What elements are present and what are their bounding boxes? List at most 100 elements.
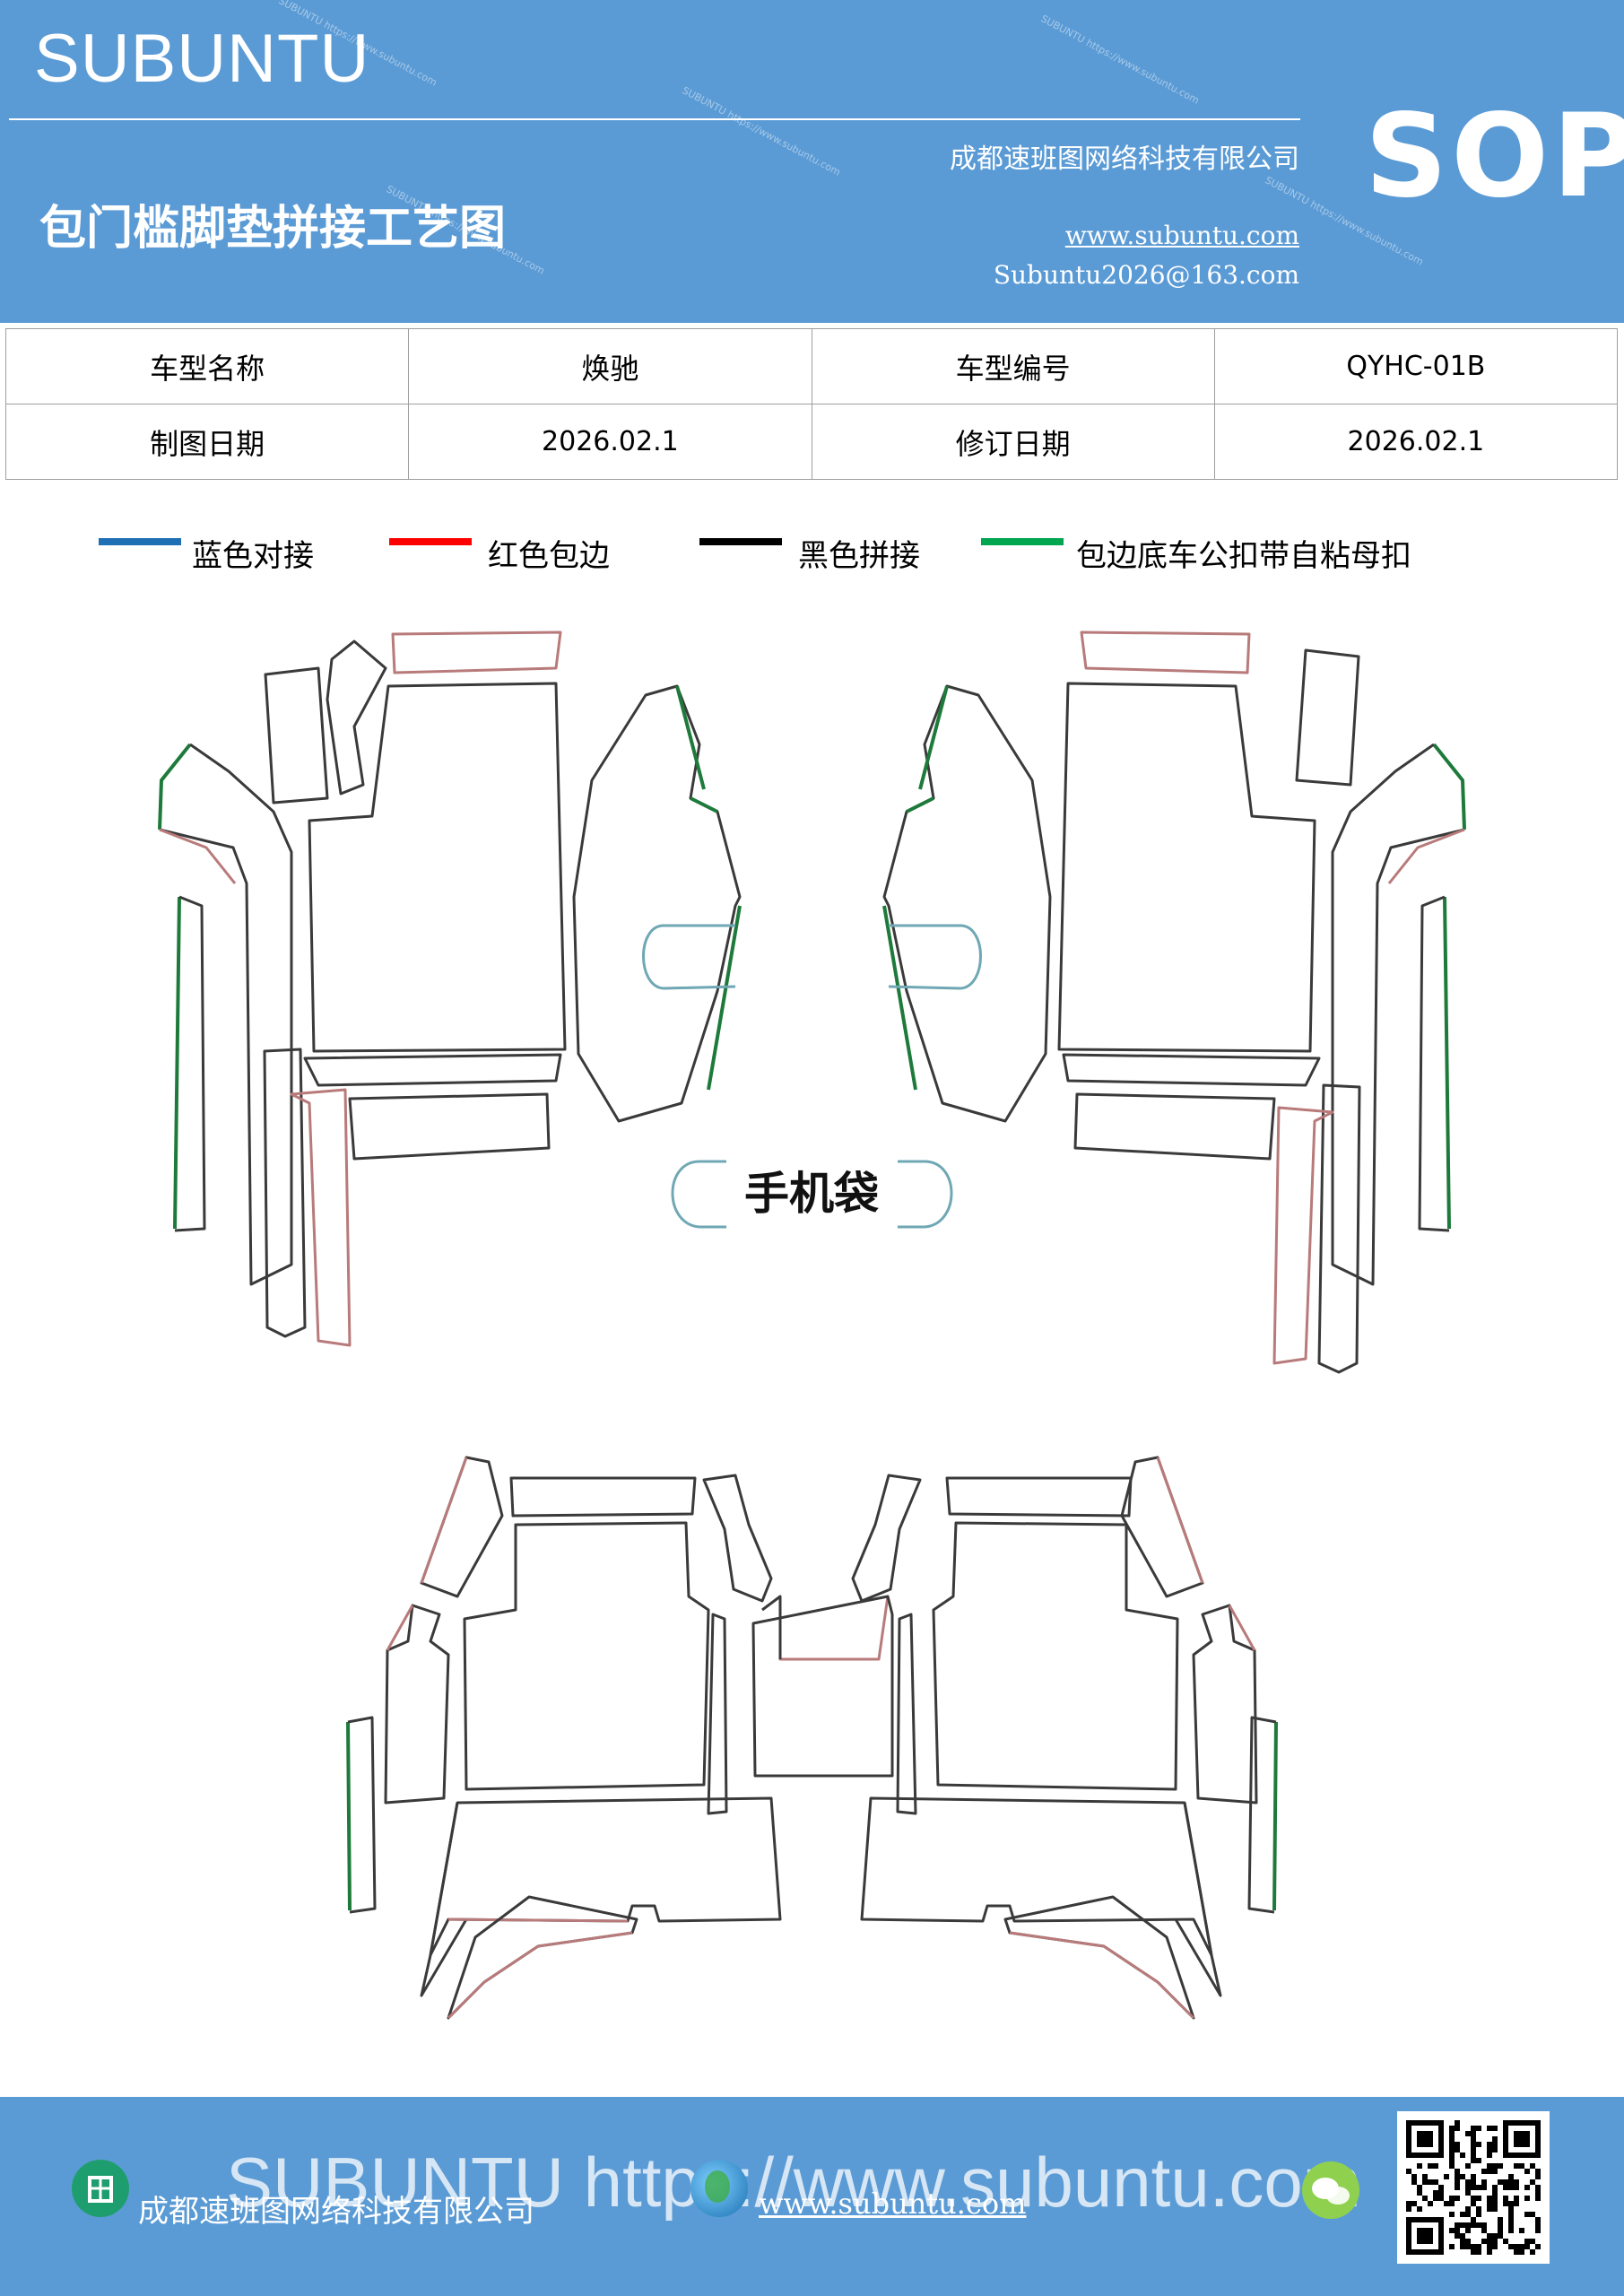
mat-piece-outline	[1418, 895, 1450, 1232]
wechat-icon	[1302, 2161, 1359, 2219]
mat-piece-outline	[1156, 1457, 1204, 1584]
footer-website-link[interactable]: www.subuntu.com	[759, 2187, 1027, 2221]
label-model-name: 车型名称	[4, 328, 410, 404]
mat-piece-outline	[158, 743, 192, 831]
mat-piece-outline	[1272, 1106, 1334, 1365]
mat-piece-outline	[1174, 1802, 1222, 1997]
mat-piece-outline	[642, 924, 736, 990]
mat-piece-outline	[1080, 631, 1251, 674]
mat-piece-outline	[174, 895, 206, 1232]
mat-piece-outline	[888, 924, 982, 990]
mat-piece-outline	[851, 1474, 922, 1603]
mat-piece-outline	[707, 1613, 728, 1815]
value-drawing-date: 2026.02.1	[408, 404, 812, 480]
mat-piece-outline	[420, 1802, 468, 1997]
label-model-code: 车型编号	[811, 328, 1215, 404]
mat-piece-outline	[384, 1604, 450, 1805]
watermark: SUBUNTU https://www.subuntu.com	[680, 84, 843, 178]
legend-label-green: 包边底车公扣带自粘母扣	[1076, 538, 1411, 574]
mat-piece-outline	[429, 1796, 782, 1957]
mat-piece-outline	[447, 1931, 633, 2020]
mat-piece-outline	[308, 682, 567, 1053]
mat-piece-outline	[1003, 1895, 1195, 2020]
mat-piece-outline	[896, 1613, 917, 1815]
mat-piece-outline	[1228, 1605, 1256, 1651]
mat-piece-outline	[263, 1048, 307, 1338]
mat-piece-outline	[572, 684, 742, 1123]
mat-piece-outline	[882, 685, 949, 1091]
mat-piece-outline	[386, 1605, 414, 1651]
footer-company-name: 成都速班图网络科技有限公司	[138, 2194, 534, 2230]
mat-piece-outline	[702, 1474, 773, 1603]
lower-left-mats	[346, 1456, 894, 2020]
page-title: 包门槛脚垫拼接工艺图	[39, 201, 507, 256]
mat-piece-outline	[347, 1716, 377, 1914]
mat-piece-outline	[173, 896, 181, 1230]
lower-right-mats	[851, 1456, 1278, 2020]
header-banner: SUBUNTU https://www.subuntu.com SUBUNTU …	[0, 0, 1624, 323]
mat-piece-outline	[945, 1476, 1133, 1518]
mat-piece-outline	[391, 631, 562, 674]
mat-piece-outline	[1317, 1083, 1361, 1374]
watermark: SUBUNTU https://www.subuntu.com	[1038, 13, 1202, 107]
mat-piece-outline	[346, 1721, 352, 1911]
table-row: 制图日期 2026.02.1 修订日期 2026.02.1	[4, 404, 1619, 480]
mat-piece-outline	[1443, 896, 1451, 1230]
mat-piece-outline	[303, 1053, 562, 1087]
mat-piece-outline	[326, 639, 387, 796]
mat-piece-outline	[1295, 648, 1360, 787]
mat-piece-outline	[1272, 1721, 1278, 1911]
mat-piece-outline	[675, 685, 742, 1091]
mat-piece-outline	[290, 1088, 352, 1347]
upper-left-mats	[158, 631, 742, 1347]
upper-right-mats	[882, 631, 1466, 1374]
legend-swatch-green	[981, 538, 1064, 545]
building-icon	[72, 2160, 129, 2217]
mat-piece-outline	[860, 1796, 1213, 1957]
legend-swatch-red	[389, 538, 472, 545]
legend-swatch-blue	[99, 538, 181, 545]
mat-piece-outline	[159, 743, 293, 1286]
splice-diagram: 手机袋	[158, 631, 1466, 2020]
mat-piece-outline	[463, 1521, 710, 1791]
mat-piece-outline	[751, 1595, 894, 1778]
mat-piece-outline	[1432, 743, 1466, 831]
phone-pocket-label: 手机袋	[744, 1168, 879, 1220]
label-drawing-date: 制图日期	[4, 404, 410, 480]
mat-piece-outline	[1009, 1931, 1195, 2020]
legend-label-black: 黑色拼接	[798, 538, 920, 574]
mat-piece-outline	[1387, 828, 1465, 884]
mat-piece-outline	[420, 1456, 504, 1598]
mat-piece-outline	[1192, 1604, 1258, 1805]
footer-watermark: SUBUNTU https://www.subuntu.com	[226, 2143, 1361, 2222]
email-address: Subuntu2026@163.com	[993, 260, 1299, 290]
mat-piece-outline	[1120, 1456, 1204, 1598]
table-row: 车型名称 焕驰 车型编号 QYHC-01B	[4, 328, 1619, 404]
qr-code	[1397, 2111, 1550, 2264]
value-revision-date: 2026.02.1	[1213, 404, 1619, 480]
globe-icon	[690, 2160, 748, 2217]
mat-piece-outline	[898, 1160, 953, 1229]
mat-piece-outline	[882, 684, 1052, 1123]
mat-piece-outline	[1247, 1716, 1277, 1914]
mat-piece-outline	[509, 1476, 697, 1518]
mat-piece-outline	[447, 1918, 629, 1923]
sop-badge: SOP	[1365, 90, 1624, 223]
mat-piece-outline	[264, 666, 329, 804]
legend-label-red: 红色包边	[488, 538, 610, 574]
mat-piece-outline	[159, 828, 237, 884]
mat-piece-outline	[348, 1092, 551, 1161]
website-link[interactable]: www.subuntu.com	[1064, 221, 1299, 250]
brand-name: SUBUNTU	[34, 21, 370, 97]
label-revision-date: 修订日期	[811, 404, 1215, 480]
vehicle-info-table: 车型名称 焕驰 车型编号 QYHC-01B 制图日期 2026.02.1 修订日…	[4, 328, 1619, 480]
mat-piece-outline	[420, 1457, 468, 1584]
mat-piece-outline	[932, 1521, 1179, 1791]
header-divider	[9, 118, 1300, 120]
mat-piece-outline	[671, 1160, 726, 1229]
legend-label-blue: 蓝色对接	[192, 538, 314, 574]
footer-banner: SUBUNTU https://www.subuntu.com 成都速班图网络科…	[0, 2097, 1624, 2296]
value-model-code: QYHC-01B	[1213, 328, 1619, 404]
company-name: 成都速班图网络科技有限公司	[950, 144, 1299, 175]
mat-piece-outline	[1062, 1053, 1321, 1087]
